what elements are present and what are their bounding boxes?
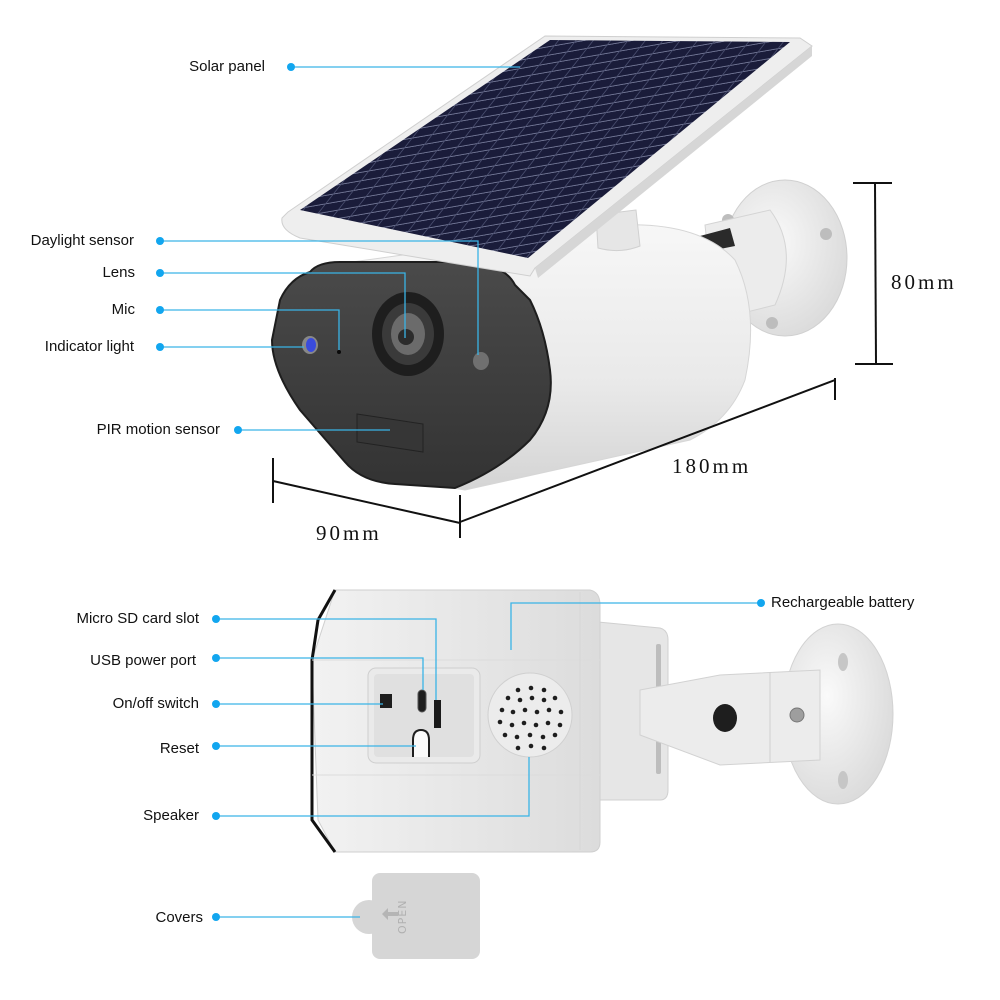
callout-label-micro-sd-card-slot: Micro SD card slot bbox=[76, 610, 199, 627]
reset-button-part bbox=[412, 728, 430, 757]
callout-label-indicator-light: Indicator light bbox=[44, 338, 134, 355]
callout-label-speaker: Speaker bbox=[143, 807, 199, 824]
callout-label-covers: Covers bbox=[155, 909, 203, 926]
mount-screw-hole bbox=[838, 771, 848, 789]
callout-label-lens: Lens bbox=[102, 264, 135, 281]
bottom-camera bbox=[310, 589, 894, 853]
callout-label-solar-panel: Solar panel bbox=[189, 58, 265, 75]
width-dim-line bbox=[272, 480, 461, 524]
cover-open-text: OPEN bbox=[396, 900, 409, 934]
port-compartment-inner bbox=[374, 674, 474, 757]
callout-lines bbox=[160, 66, 761, 918]
lens-center bbox=[398, 329, 414, 345]
open-arrow-icon bbox=[382, 908, 398, 920]
mic-hole bbox=[337, 350, 341, 354]
callout-label-reset: Reset bbox=[159, 740, 199, 757]
dimension-height: 80mm bbox=[891, 270, 957, 294]
callout-label-daylight-sensor: Daylight sensor bbox=[30, 232, 134, 249]
pir-window bbox=[356, 413, 424, 453]
dimension-length: 180mm bbox=[672, 454, 752, 478]
height-dim-line bbox=[874, 182, 877, 365]
speaker-grille bbox=[487, 672, 573, 758]
arm-screw bbox=[789, 707, 805, 723]
speaker-holes bbox=[497, 685, 564, 751]
mount-screw-hole bbox=[820, 228, 832, 240]
mount-screw-hole bbox=[766, 317, 778, 329]
callout-label-rechargeable-battery: Rechargeable battery bbox=[771, 594, 915, 611]
solar-panel-edge bbox=[535, 46, 812, 278]
mount-screw-hole bbox=[838, 653, 848, 671]
callout-label-on-off-switch: On/off switch bbox=[112, 695, 199, 712]
on-off-switch-part bbox=[380, 694, 392, 708]
sd-slot-part bbox=[434, 700, 441, 728]
callout-label-pir-motion-sensor: PIR motion sensor bbox=[96, 421, 220, 438]
callout-label-mic: Mic bbox=[111, 301, 135, 318]
indicator-light-led bbox=[306, 338, 316, 352]
solar-cells bbox=[300, 40, 790, 258]
callout-label-usb-power-port: USB power port bbox=[90, 652, 196, 669]
cover-tab bbox=[352, 900, 386, 934]
bracket-plate bbox=[597, 621, 669, 801]
cover-body bbox=[372, 873, 480, 959]
callout-dots bbox=[156, 63, 765, 921]
dimension-width: 90mm bbox=[316, 521, 382, 545]
arm-joint-hole bbox=[713, 704, 737, 732]
top-camera bbox=[270, 35, 848, 491]
usb-port-part bbox=[417, 689, 427, 713]
length-dim-line bbox=[459, 379, 836, 523]
dimension-lines bbox=[272, 182, 893, 538]
cover-part: OPEN bbox=[352, 873, 480, 959]
daylight-sensor-window bbox=[473, 352, 489, 370]
